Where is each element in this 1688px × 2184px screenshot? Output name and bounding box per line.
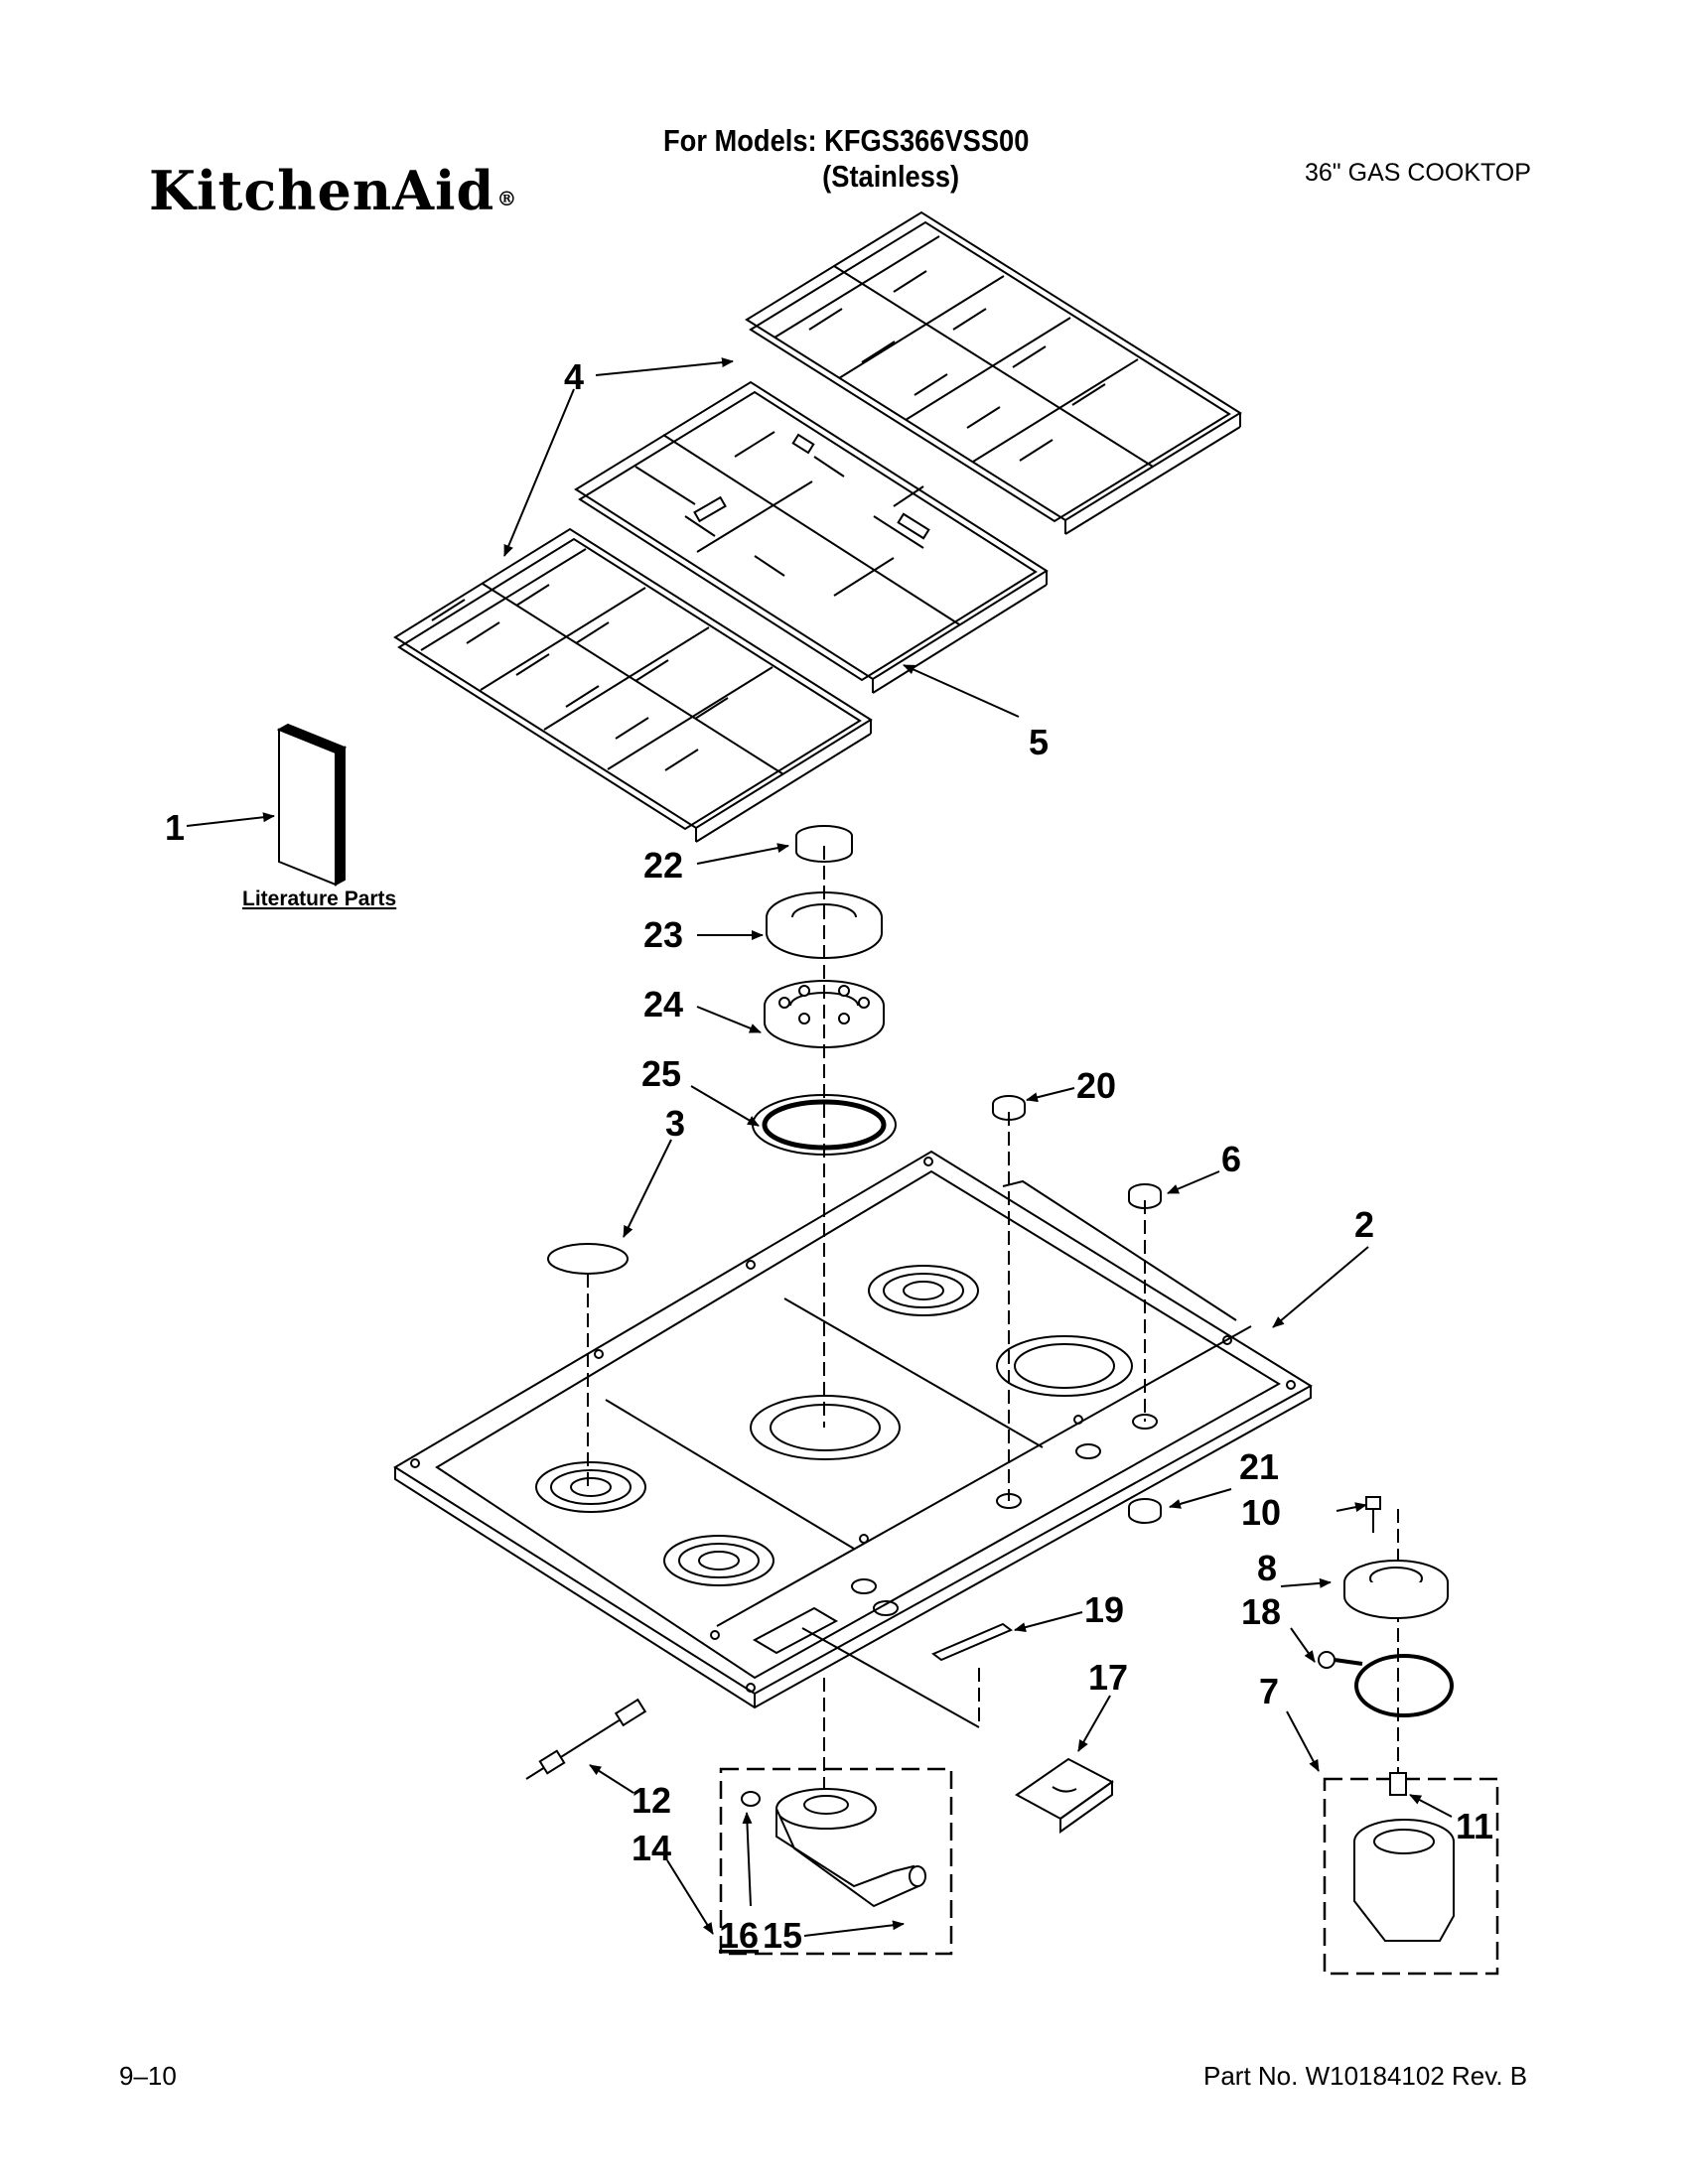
callout-23: 23 <box>643 914 683 955</box>
model-finish: (Stainless) <box>822 159 960 194</box>
callout-7: 7 <box>1259 1671 1279 1711</box>
model-number: For Models: KFGS366VSS00 <box>663 123 1030 158</box>
regulator-part <box>1353 1772 1455 1942</box>
nameplate-part <box>931 1622 1013 1662</box>
callout-15: 15 <box>763 1915 802 1956</box>
document-type: 36" GAS COOKTOP <box>1305 159 1531 187</box>
callout-leaders <box>186 357 1453 1937</box>
callout-21: 21 <box>1239 1446 1279 1487</box>
grate-center <box>574 380 1049 694</box>
brand-logo: KitchenAid® <box>149 159 517 222</box>
model-heading: For Models: KFGS366VSS00 (Stainless) <box>663 123 1029 195</box>
literature-book-icon <box>276 723 348 887</box>
callout-10: 10 <box>1241 1492 1281 1533</box>
callout-12: 12 <box>632 1780 671 1821</box>
regulator-assembly-box <box>1323 1777 1499 1976</box>
rear-burner-part <box>1343 1560 1449 1619</box>
electrode-part <box>525 1698 647 1780</box>
callout-4a: 4 <box>564 356 584 397</box>
callout-3: 3 <box>665 1103 685 1144</box>
knob-gasket-21 <box>1128 1498 1162 1524</box>
callout-17: 17 <box>1088 1657 1128 1698</box>
bracket-part <box>1015 1757 1114 1834</box>
callout-18: 18 <box>1241 1591 1281 1632</box>
burner-cap-3 <box>547 1243 629 1275</box>
valve-assembly-box <box>719 1767 953 1956</box>
cooktop-panel <box>393 1150 1313 1709</box>
callout-24: 24 <box>643 984 683 1024</box>
callout-14: 14 <box>632 1828 671 1868</box>
retaining-clip-part <box>1318 1651 1454 1717</box>
callout-25: 25 <box>641 1053 681 1094</box>
grate-right <box>745 210 1242 535</box>
screw-part <box>1365 1496 1381 1533</box>
brand-name: KitchenAid <box>149 159 495 222</box>
knob-gasket-20 <box>992 1095 1026 1121</box>
callout-numbers: 1 2 3 4 4 5 6 7 8 10 11 12 14 15 16 17 1… <box>165 356 1493 1956</box>
callout-20: 20 <box>1076 1065 1116 1106</box>
revision-date: 9–10 <box>119 2061 177 2091</box>
callout-2: 2 <box>1354 1204 1374 1245</box>
callout-19: 19 <box>1084 1589 1124 1630</box>
literature-parts-label: Literature Parts <box>242 887 396 910</box>
callout-11: 11 <box>1456 1806 1493 1846</box>
callout-5: 5 <box>1029 722 1049 762</box>
registered-mark: ® <box>496 187 518 210</box>
grate-left <box>393 527 873 843</box>
burner-valve-part <box>741 1788 926 1908</box>
callout-8: 8 <box>1257 1548 1277 1588</box>
callout-6: 6 <box>1221 1139 1241 1179</box>
assembly-guide-lines <box>587 846 1399 1807</box>
callout-16: 16 <box>719 1915 759 1956</box>
callout-1: 1 <box>165 807 185 848</box>
part-number: Part No. W10184102 Rev. B <box>1203 2061 1528 2091</box>
callout-22: 22 <box>643 845 683 886</box>
